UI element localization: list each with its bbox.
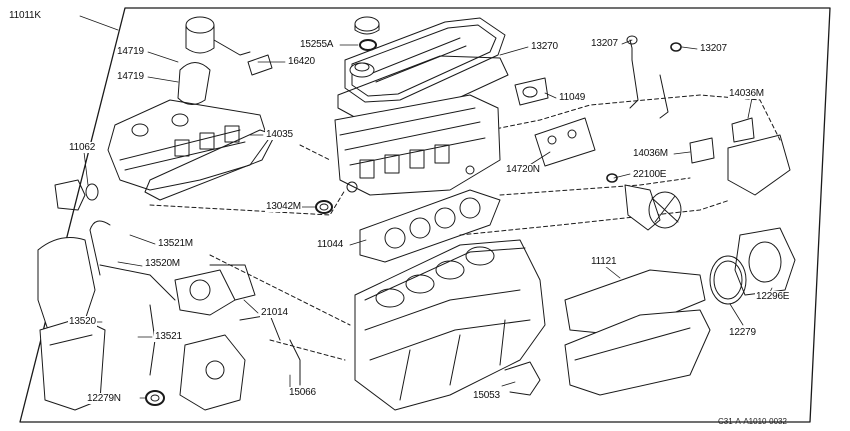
rear-main-seal	[709, 255, 747, 305]
part-label-14036m-a: 14036M	[728, 88, 765, 99]
part-label-14719-b: 14719	[116, 71, 145, 82]
valves	[626, 35, 682, 119]
exhaust-manifold-gaskets	[689, 117, 791, 196]
part-label-15053: 15053	[472, 390, 501, 401]
part-label-15255a: 15255A	[299, 39, 335, 50]
part-label-15066: 15066	[288, 387, 317, 398]
oil-pan	[564, 269, 711, 396]
part-label-11044: 11044	[316, 239, 345, 250]
head-gasket	[359, 189, 501, 263]
part-label-13521: 13521	[154, 331, 183, 342]
part-label-14035: 14035	[265, 129, 294, 140]
egr-valve	[177, 16, 251, 105]
part-label-22100e: 22100E	[632, 169, 668, 180]
part-label-21014: 21014	[260, 307, 289, 318]
part-label-11062: 11062	[68, 142, 97, 153]
timing-belt-gasket	[99, 264, 176, 301]
distributor	[606, 173, 682, 231]
part-label-13270: 13270	[530, 41, 559, 52]
leader-lines	[79, 15, 773, 399]
intake-manifold-gasket	[144, 129, 276, 201]
oil-pipe	[504, 361, 541, 396]
thermostat-housing	[54, 179, 99, 211]
crankshaft-seal	[145, 390, 165, 406]
oil-filler-cap	[354, 16, 380, 51]
front-cover	[179, 314, 281, 411]
cylinder-head	[334, 94, 501, 196]
part-label-16420: 16420	[287, 56, 316, 67]
water-pump	[174, 264, 256, 316]
throttle-gasket	[247, 54, 273, 76]
timing-covers	[37, 220, 111, 411]
part-label-13207-b: 13207	[699, 43, 728, 54]
part-label-12296e: 12296E	[755, 291, 791, 302]
intake-manifold	[107, 99, 269, 191]
part-label-14719-a: 14719	[116, 46, 145, 57]
part-label-14036m-b: 14036M	[632, 148, 669, 159]
cylinder-block	[354, 239, 546, 411]
dashed-guides	[149, 94, 781, 361]
seal-retainer	[734, 227, 796, 296]
part-label-13207-a: 13207	[590, 38, 619, 49]
part-label-14720n: 14720N	[505, 164, 541, 175]
part-label-11011k: 11011K	[8, 10, 42, 21]
camshaft-seal	[315, 200, 333, 214]
part-label-12279: 12279	[728, 327, 757, 338]
part-label-13042m: 13042M	[265, 201, 302, 212]
part-label-13521m: 13521M	[157, 238, 194, 249]
part-label-12279n: 12279N	[86, 393, 122, 404]
part-label-11121: 11121	[590, 256, 618, 267]
cover-gaskets	[514, 77, 596, 167]
part-label-13520m: 13520M	[144, 258, 181, 269]
part-label-13520: 13520	[68, 316, 97, 327]
part-label-11049: 11049	[558, 92, 587, 103]
drawing-reference-code: C31-A-A1010-0032	[718, 417, 787, 426]
valve-cover	[344, 17, 506, 103]
oil-strainer	[289, 339, 301, 386]
